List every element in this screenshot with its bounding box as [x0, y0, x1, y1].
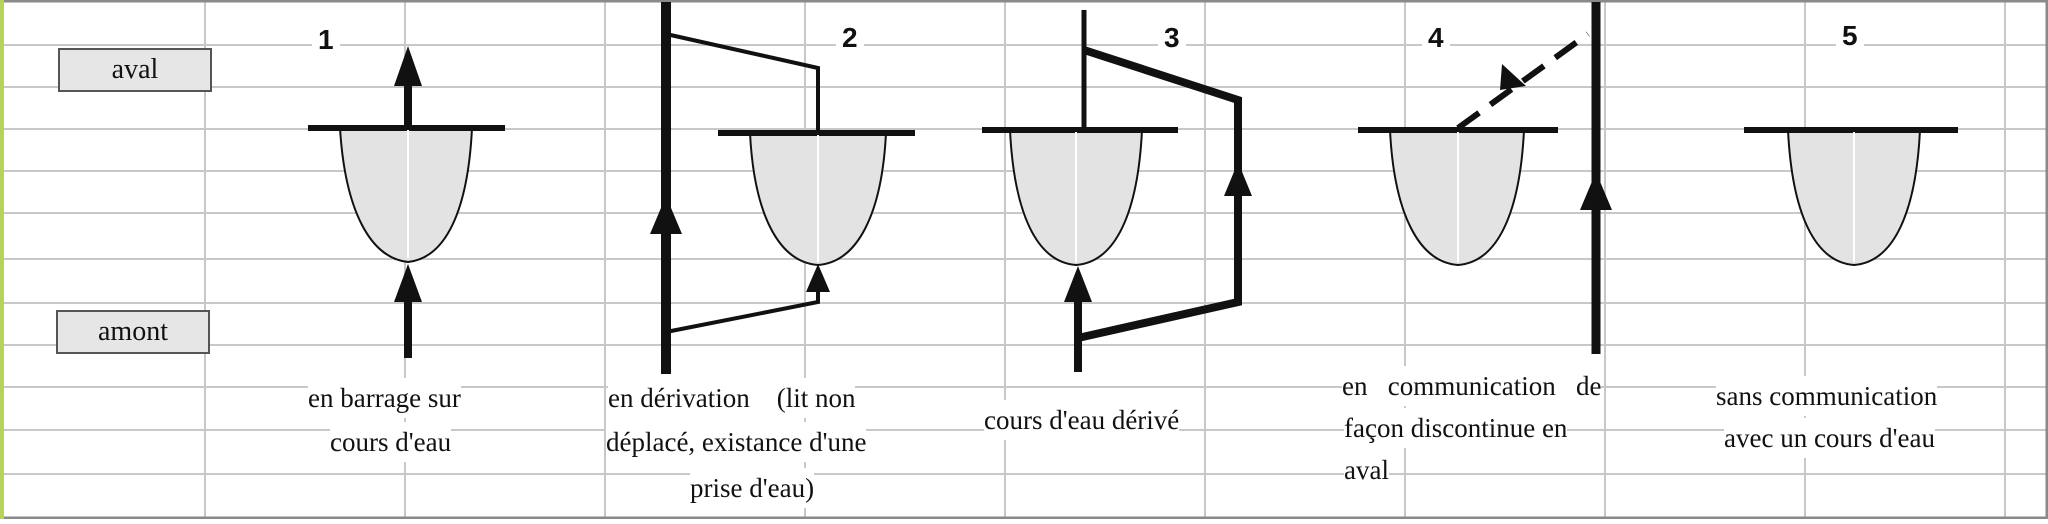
case-2-number: 2	[836, 22, 864, 54]
case-5-caption-line-1: sans communication	[1716, 376, 1938, 416]
case-1-figure	[308, 46, 505, 358]
case-4-dashed-arrowhead	[1500, 64, 1526, 90]
case-2-river-arrowhead	[650, 196, 682, 234]
case-3-diverted-arrowhead	[1224, 162, 1252, 196]
case-5-caption-line-2: avec un cours d'eau	[1724, 418, 1936, 458]
case-2-caption-line-1: en dérivation (lit non	[608, 378, 856, 418]
case-5-number: 5	[1836, 20, 1864, 52]
case-3-figure	[982, 10, 1252, 372]
case-4-river-arrowhead	[1580, 172, 1612, 210]
case-4-caption-line-1: en communication de	[1342, 366, 1602, 406]
case-2-caption-line-2: déplacé, existance d'une	[606, 422, 867, 462]
case-2-outflow-line	[665, 32, 820, 133]
case-1-outflow-arrowhead	[394, 46, 422, 86]
case-3-number: 3	[1158, 22, 1186, 54]
frame-accent-left	[0, 0, 4, 519]
case-2-figure	[650, 2, 915, 374]
case-2-caption-line-3: prise d'eau)	[690, 468, 815, 508]
aval-label: aval	[58, 48, 212, 92]
case-4-number: 4	[1422, 22, 1450, 54]
case-2-intake-line	[665, 278, 820, 334]
case-3-inflow-arrowhead	[1064, 266, 1092, 302]
case-1-caption-line-1: en barrage sur	[308, 378, 461, 418]
amont-label: amont	[56, 310, 210, 354]
case-1-inflow-arrowhead	[394, 264, 422, 302]
case-4-caption-line-2: façon discontinue en	[1344, 408, 1568, 448]
case-5-figure	[1744, 127, 1958, 267]
case-4-dashed-link	[1456, 31, 1590, 131]
case-4-figure	[1358, 2, 1612, 354]
case-3-diverted-river	[1077, 46, 1242, 342]
basin-divider-lines	[407, 130, 1855, 262]
case-4-caption-line-3: aval	[1344, 450, 1389, 490]
case-1-caption-line-2: cours d'eau	[330, 422, 452, 462]
case-1-number: 1	[312, 24, 340, 56]
case-2-intake-arrowhead	[806, 264, 830, 292]
case-1-basin	[338, 127, 474, 264]
case-3-caption-line-1: cours d'eau dérivé	[984, 400, 1180, 440]
